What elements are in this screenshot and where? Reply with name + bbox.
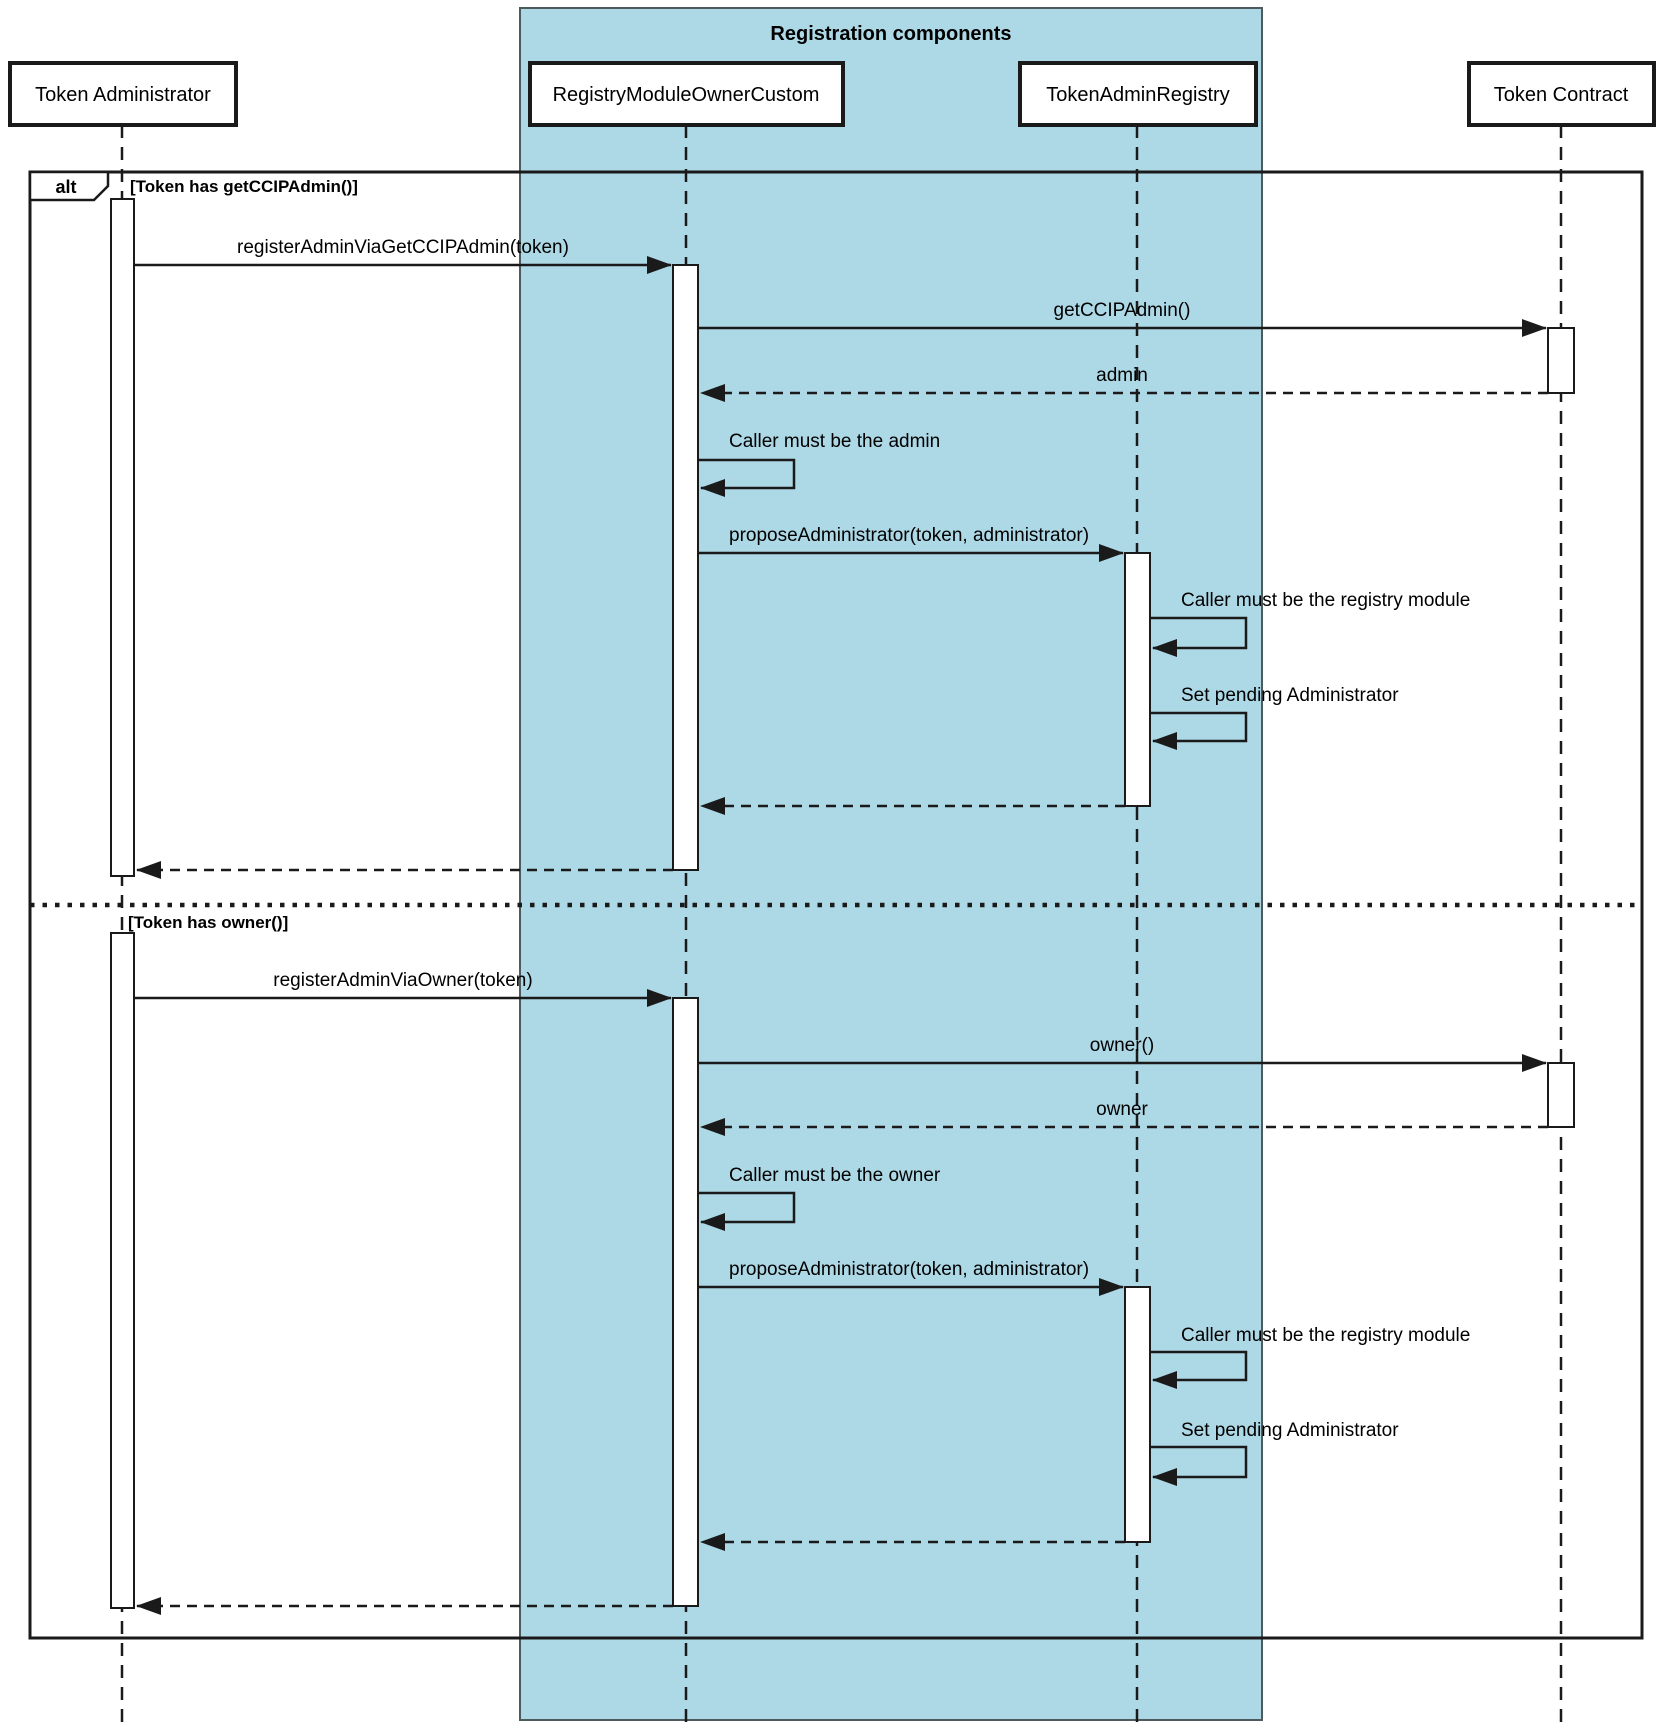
alt-condition-second: [Token has owner()] (128, 913, 288, 932)
self-arrow-caller-must-be-owner (698, 1191, 796, 1231)
participants: Token Administrator RegistryModuleOwnerC… (8, 61, 1656, 127)
participant-box-token-contract (1467, 61, 1656, 127)
activation-token-admin-registry-2 (1124, 1286, 1151, 1543)
activation-registry-module-1 (672, 264, 699, 871)
label-set-pending-administrator-1: Set pending Administrator (1181, 685, 1399, 706)
self-arrow-caller-must-be-admin (698, 458, 796, 497)
self-arrow-caller-must-be-registry-module-2 (1150, 1350, 1248, 1389)
container-title: Registration components (770, 23, 1011, 45)
activation-token-admin-registry-1 (1124, 552, 1151, 807)
label-register-admin-via-owner: registerAdminViaOwner(token) (273, 970, 532, 991)
participant-box-token-admin-registry (1018, 61, 1258, 127)
label-caller-must-be-registry-module-1: Caller must be the registry module (1181, 590, 1470, 611)
label-owner-return: owner (1096, 1099, 1148, 1120)
label-admin-return: admin (1096, 365, 1148, 386)
participant-box-token-administrator (8, 61, 238, 127)
label-propose-administrator-2: proposeAdministrator(token, administrato… (729, 1259, 1089, 1280)
self-arrow-set-pending-administrator-2 (1150, 1445, 1248, 1486)
alt-operator-label: alt (55, 177, 76, 197)
label-caller-must-be-owner: Caller must be the owner (729, 1165, 941, 1186)
self-arrow-caller-must-be-registry-module-1 (1150, 616, 1248, 657)
self-arrow-set-pending-administrator-1 (1150, 711, 1248, 750)
label-register-admin-via-get-ccip-admin: registerAdminViaGetCCIPAdmin(token) (237, 237, 569, 258)
activation-bars (110, 198, 1575, 1609)
label-get-ccip-admin: getCCIPAdmin() (1054, 300, 1191, 321)
activation-token-contract-2 (1547, 1062, 1575, 1128)
label-owner-call: owner() (1090, 1035, 1154, 1056)
participant-box-registry-module-owner-custom (528, 61, 845, 127)
label-set-pending-administrator-2: Set pending Administrator (1181, 1420, 1399, 1441)
participant-label-registry-module-owner-custom: RegistryModuleOwnerCustom (553, 84, 820, 106)
participant-label-token-administrator: Token Administrator (35, 84, 211, 106)
activation-registry-module-2 (672, 997, 699, 1607)
label-caller-must-be-admin: Caller must be the admin (729, 431, 940, 452)
activation-token-administrator-1 (110, 198, 135, 877)
label-caller-must-be-registry-module-2: Caller must be the registry module (1181, 1325, 1470, 1346)
alt-operator-pentagon (28, 170, 110, 202)
activation-token-administrator-2 (110, 932, 135, 1609)
participant-label-token-admin-registry: TokenAdminRegistry (1046, 84, 1229, 106)
participant-label-token-contract: Token Contract (1494, 84, 1629, 106)
activation-token-contract-1 (1547, 327, 1575, 394)
label-propose-administrator-1: proposeAdministrator(token, administrato… (729, 525, 1089, 546)
alt-condition-first: [Token has getCCIPAdmin()] (130, 177, 358, 196)
